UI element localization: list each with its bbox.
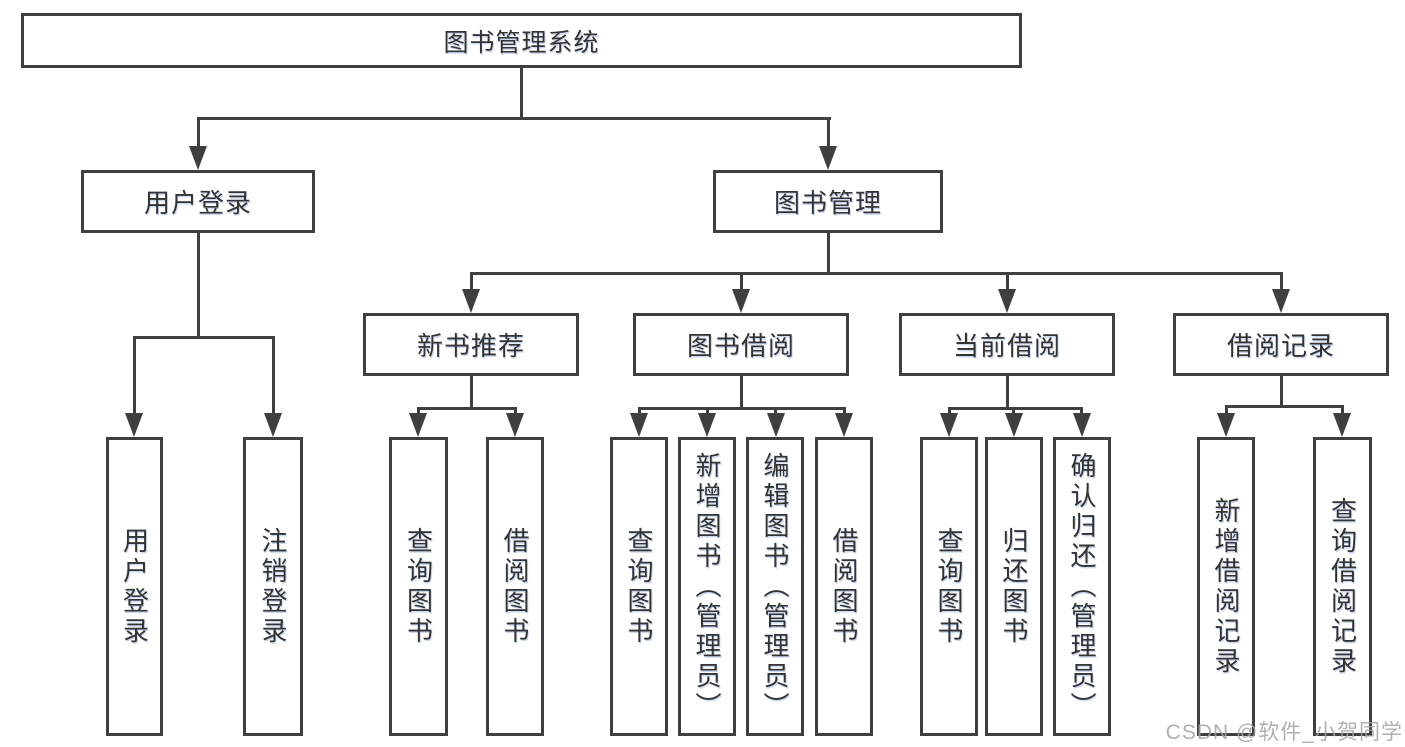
connector-line: [520, 68, 523, 118]
node-borrow-records: 借阅记录: [1173, 313, 1389, 376]
connector-line: [1280, 272, 1283, 294]
node-current-borrow: 当前借阅: [899, 313, 1115, 376]
arrow-down-icon: [1005, 413, 1023, 437]
connector-line: [470, 376, 473, 409]
node-label: 借阅图书: [500, 526, 530, 647]
arrow-down-icon: [998, 289, 1016, 313]
node-label: 新增借阅记录: [1211, 496, 1241, 677]
connector-line: [1006, 376, 1009, 409]
connector-line: [948, 407, 1083, 410]
arrow-down-icon: [506, 413, 524, 437]
node-label: 借阅图书: [829, 526, 859, 647]
connector-line: [417, 407, 517, 410]
arrow-down-icon: [409, 413, 427, 437]
node-leaf-borrow-book: 借阅图书: [815, 437, 873, 736]
node-leaf-logout: 注销登录: [243, 437, 303, 736]
connector-line: [740, 376, 743, 409]
arrow-down-icon: [462, 289, 480, 313]
node-label: 用户登录: [119, 526, 150, 647]
arrow-down-icon: [630, 413, 648, 437]
arrow-down-icon: [1073, 413, 1091, 437]
node-label: 图书借阅: [686, 331, 795, 361]
node-label: 查询图书: [934, 526, 964, 647]
arrow-down-icon: [264, 413, 282, 437]
connector-line: [1280, 376, 1283, 407]
node-book-borrow: 图书借阅: [633, 313, 849, 376]
arrow-down-icon: [1217, 413, 1235, 437]
connector-line: [470, 272, 473, 294]
connector-line: [197, 117, 831, 120]
arrow-down-icon: [125, 413, 143, 437]
connector-line: [827, 117, 830, 149]
connector-line: [133, 336, 136, 416]
node-leaf-add-borrow-record: 新增借阅记录: [1197, 437, 1255, 736]
connector-line: [272, 336, 275, 416]
node-leaf-edit-book-admin: 编辑图书（管理员）: [746, 437, 804, 736]
node-label: 编辑图书（管理员）: [760, 451, 790, 722]
node-leaf-query-book-borrow: 查询图书: [610, 437, 668, 736]
arrow-down-icon: [698, 413, 716, 437]
node-label: 查询借阅记录: [1327, 496, 1358, 677]
node-label: 用户登录: [143, 188, 252, 218]
node-label: 图书管理系统: [443, 28, 600, 57]
node-leaf-query-book-recommend: 查询图书: [389, 437, 448, 736]
node-root: 图书管理系统: [21, 13, 1022, 68]
node-label: 注销登录: [258, 526, 288, 647]
node-book-management: 图书管理: [713, 170, 943, 233]
csdn-watermark: CSDN @软件_小贺同学: [1165, 721, 1403, 744]
arrow-down-icon: [835, 413, 853, 437]
arrow-down-icon: [1272, 289, 1290, 313]
node-label: 图书管理: [773, 188, 882, 218]
node-label: 新书推荐: [416, 331, 525, 361]
node-label: 借阅记录: [1226, 331, 1335, 361]
connector-line: [470, 272, 1283, 275]
connector-line: [1341, 405, 1344, 419]
connector-line: [740, 272, 743, 294]
node-leaf-confirm-return-admin: 确认归还（管理员）: [1053, 437, 1111, 736]
arrow-down-icon: [940, 413, 958, 437]
node-leaf-query-book-current: 查询图书: [920, 437, 978, 736]
connector-line: [827, 233, 830, 275]
connector-line: [1225, 405, 1228, 419]
arrow-down-icon: [732, 289, 750, 313]
node-leaf-user-login: 用户登录: [106, 437, 163, 736]
connector-line: [1225, 405, 1344, 408]
node-user-login: 用户登录: [81, 170, 315, 233]
node-label: 归还图书: [999, 526, 1029, 647]
node-label: 查询图书: [403, 526, 434, 647]
node-label: 当前借阅: [952, 331, 1061, 361]
connector-line: [197, 233, 200, 339]
arrow-down-icon: [1333, 413, 1351, 437]
node-leaf-return-book: 归还图书: [985, 437, 1043, 736]
connector-line: [1006, 272, 1009, 294]
connector-line: [638, 407, 846, 410]
arrow-down-icon: [767, 413, 785, 437]
connector-line: [133, 336, 275, 339]
node-label: 查询图书: [624, 526, 654, 647]
arrow-down-icon: [819, 146, 837, 170]
node-label: 新增图书（管理员）: [692, 451, 722, 722]
node-new-book-recommend: 新书推荐: [363, 313, 579, 376]
connector-line: [197, 117, 200, 149]
node-leaf-query-borrow-record: 查询借阅记录: [1313, 437, 1372, 736]
node-leaf-add-book-admin: 新增图书（管理员）: [678, 437, 736, 736]
node-label: 确认归还（管理员）: [1067, 451, 1097, 722]
node-leaf-borrow-book-recommend: 借阅图书: [486, 437, 544, 736]
arrow-down-icon: [189, 146, 207, 170]
